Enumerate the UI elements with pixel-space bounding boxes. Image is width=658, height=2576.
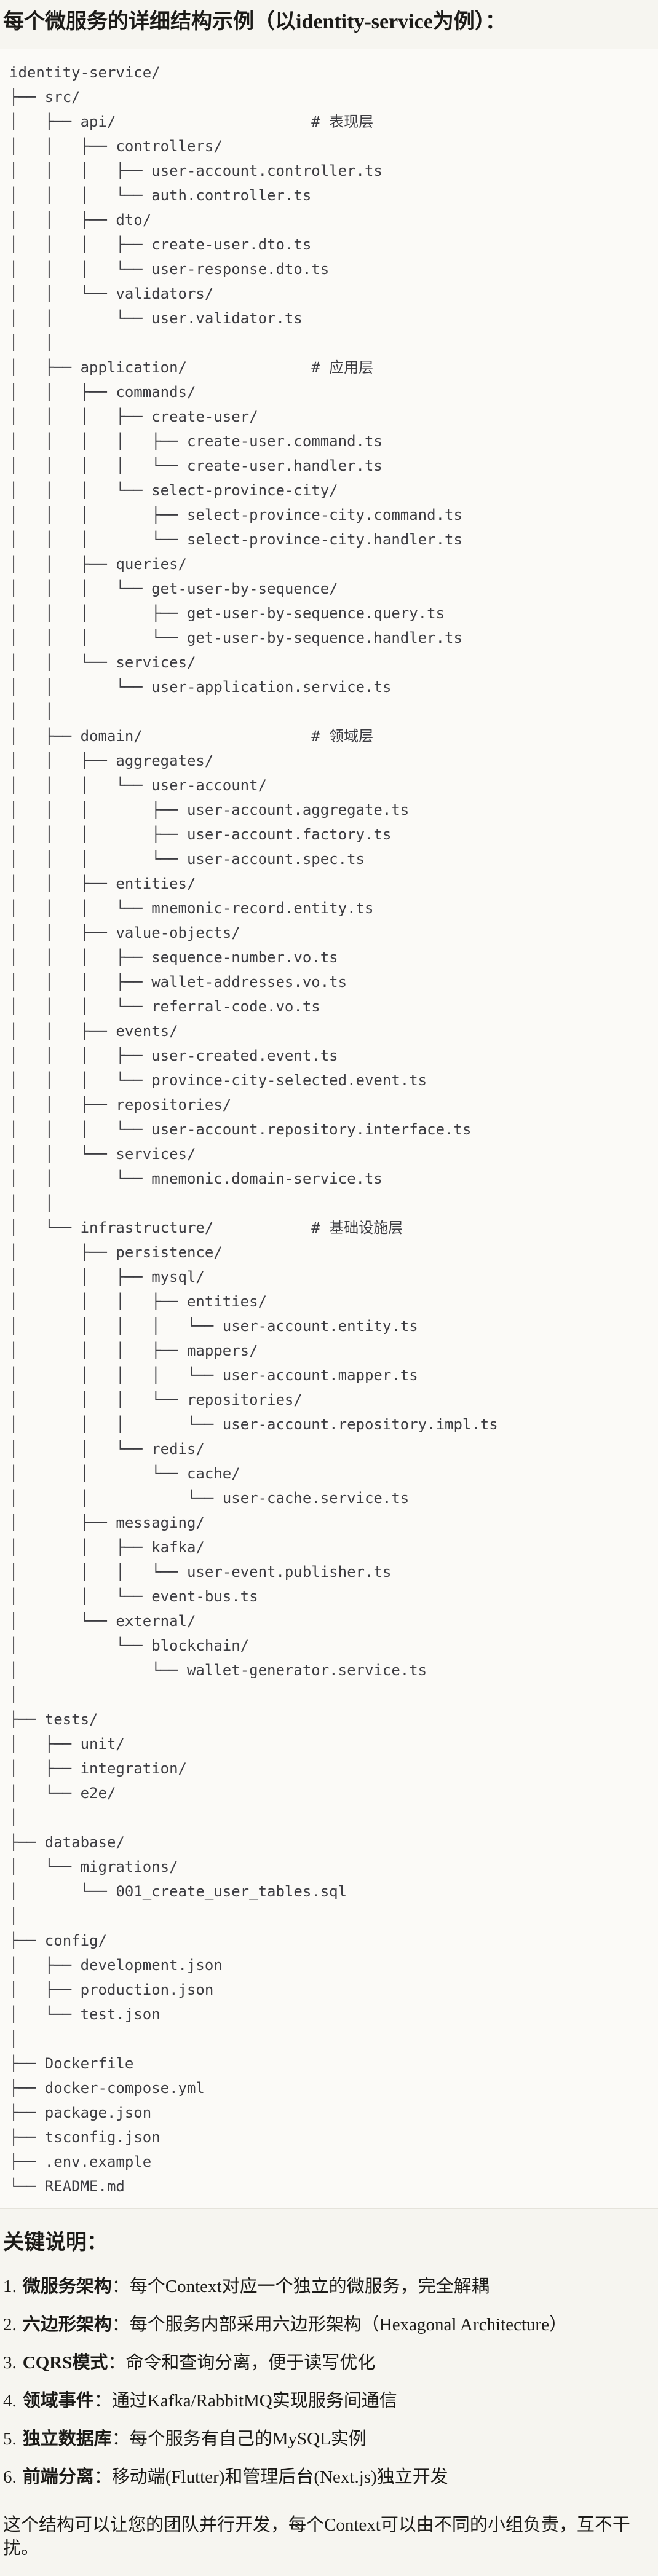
note-text: ：每个服务有自己的MySQL实例: [111, 2429, 367, 2449]
directory-tree: identity-service/ ├── src/ │ ├── api/ # …: [9, 64, 498, 2195]
closing-paragraph: 这个结构可以让您的团队并行开发，每个Context可以由不同的小组负责，互不干扰…: [3, 2515, 630, 2558]
note-label: 六边形架构: [22, 2315, 112, 2334]
note-label: 领域事件: [22, 2391, 94, 2411]
note-item: 4.领域事件：通过Kafka/RabbitMQ实现服务间通信: [3, 2389, 658, 2413]
note-text: ：命令和查询分离，便于读写优化: [108, 2353, 376, 2373]
note-number: 2.: [3, 2315, 17, 2334]
note-item: 2. 六边形架构：每个服务内部采用六边形架构（Hexagonal Architec…: [3, 2313, 658, 2336]
note-label: 独立数据库: [22, 2429, 112, 2449]
note-number: 5.: [3, 2429, 17, 2449]
document-page: { "title": "每个微服务的详细结构示例（以identity-servi…: [0, 9, 658, 2560]
note-item: 1. 微服务架构：每个Context对应一个独立的微服务，完全解耦: [3, 2275, 658, 2298]
note-label: CQRS模式: [22, 2353, 108, 2373]
note-label: 微服务架构: [22, 2277, 112, 2296]
note-number: 1.: [3, 2277, 17, 2296]
note-label: 前端分离: [22, 2467, 94, 2487]
note-item: 3.CQRS模式：命令和查询分离，便于读写优化: [3, 2351, 658, 2374]
page-title: 每个微服务的详细结构示例（以identity-service为例）：: [3, 10, 506, 33]
code-block: identity-service/ ├── src/ │ ├── api/ # …: [0, 49, 658, 2209]
notes-heading: 关键说明：: [3, 2231, 108, 2254]
note-text: ：通过Kafka/RabbitMQ实现服务间通信: [93, 2391, 397, 2411]
note-item: 6.前端分离：移动端(Flutter)和管理后台(Next.js)独立开发: [3, 2465, 658, 2489]
note-number: 4.: [3, 2391, 17, 2411]
note-item: 5.独立数据库：每个服务有自己的MySQL实例: [3, 2427, 658, 2451]
note-number: 3.: [3, 2353, 17, 2373]
note-text: ：每个服务内部采用六边形架构（Hexagonal Architecture）: [111, 2315, 567, 2334]
note-text: ：每个Context对应一个独立的微服务，完全解耦: [111, 2277, 490, 2296]
note-text: ：移动端(Flutter)和管理后台(Next.js)独立开发: [93, 2467, 448, 2487]
note-number: 6.: [3, 2467, 17, 2487]
